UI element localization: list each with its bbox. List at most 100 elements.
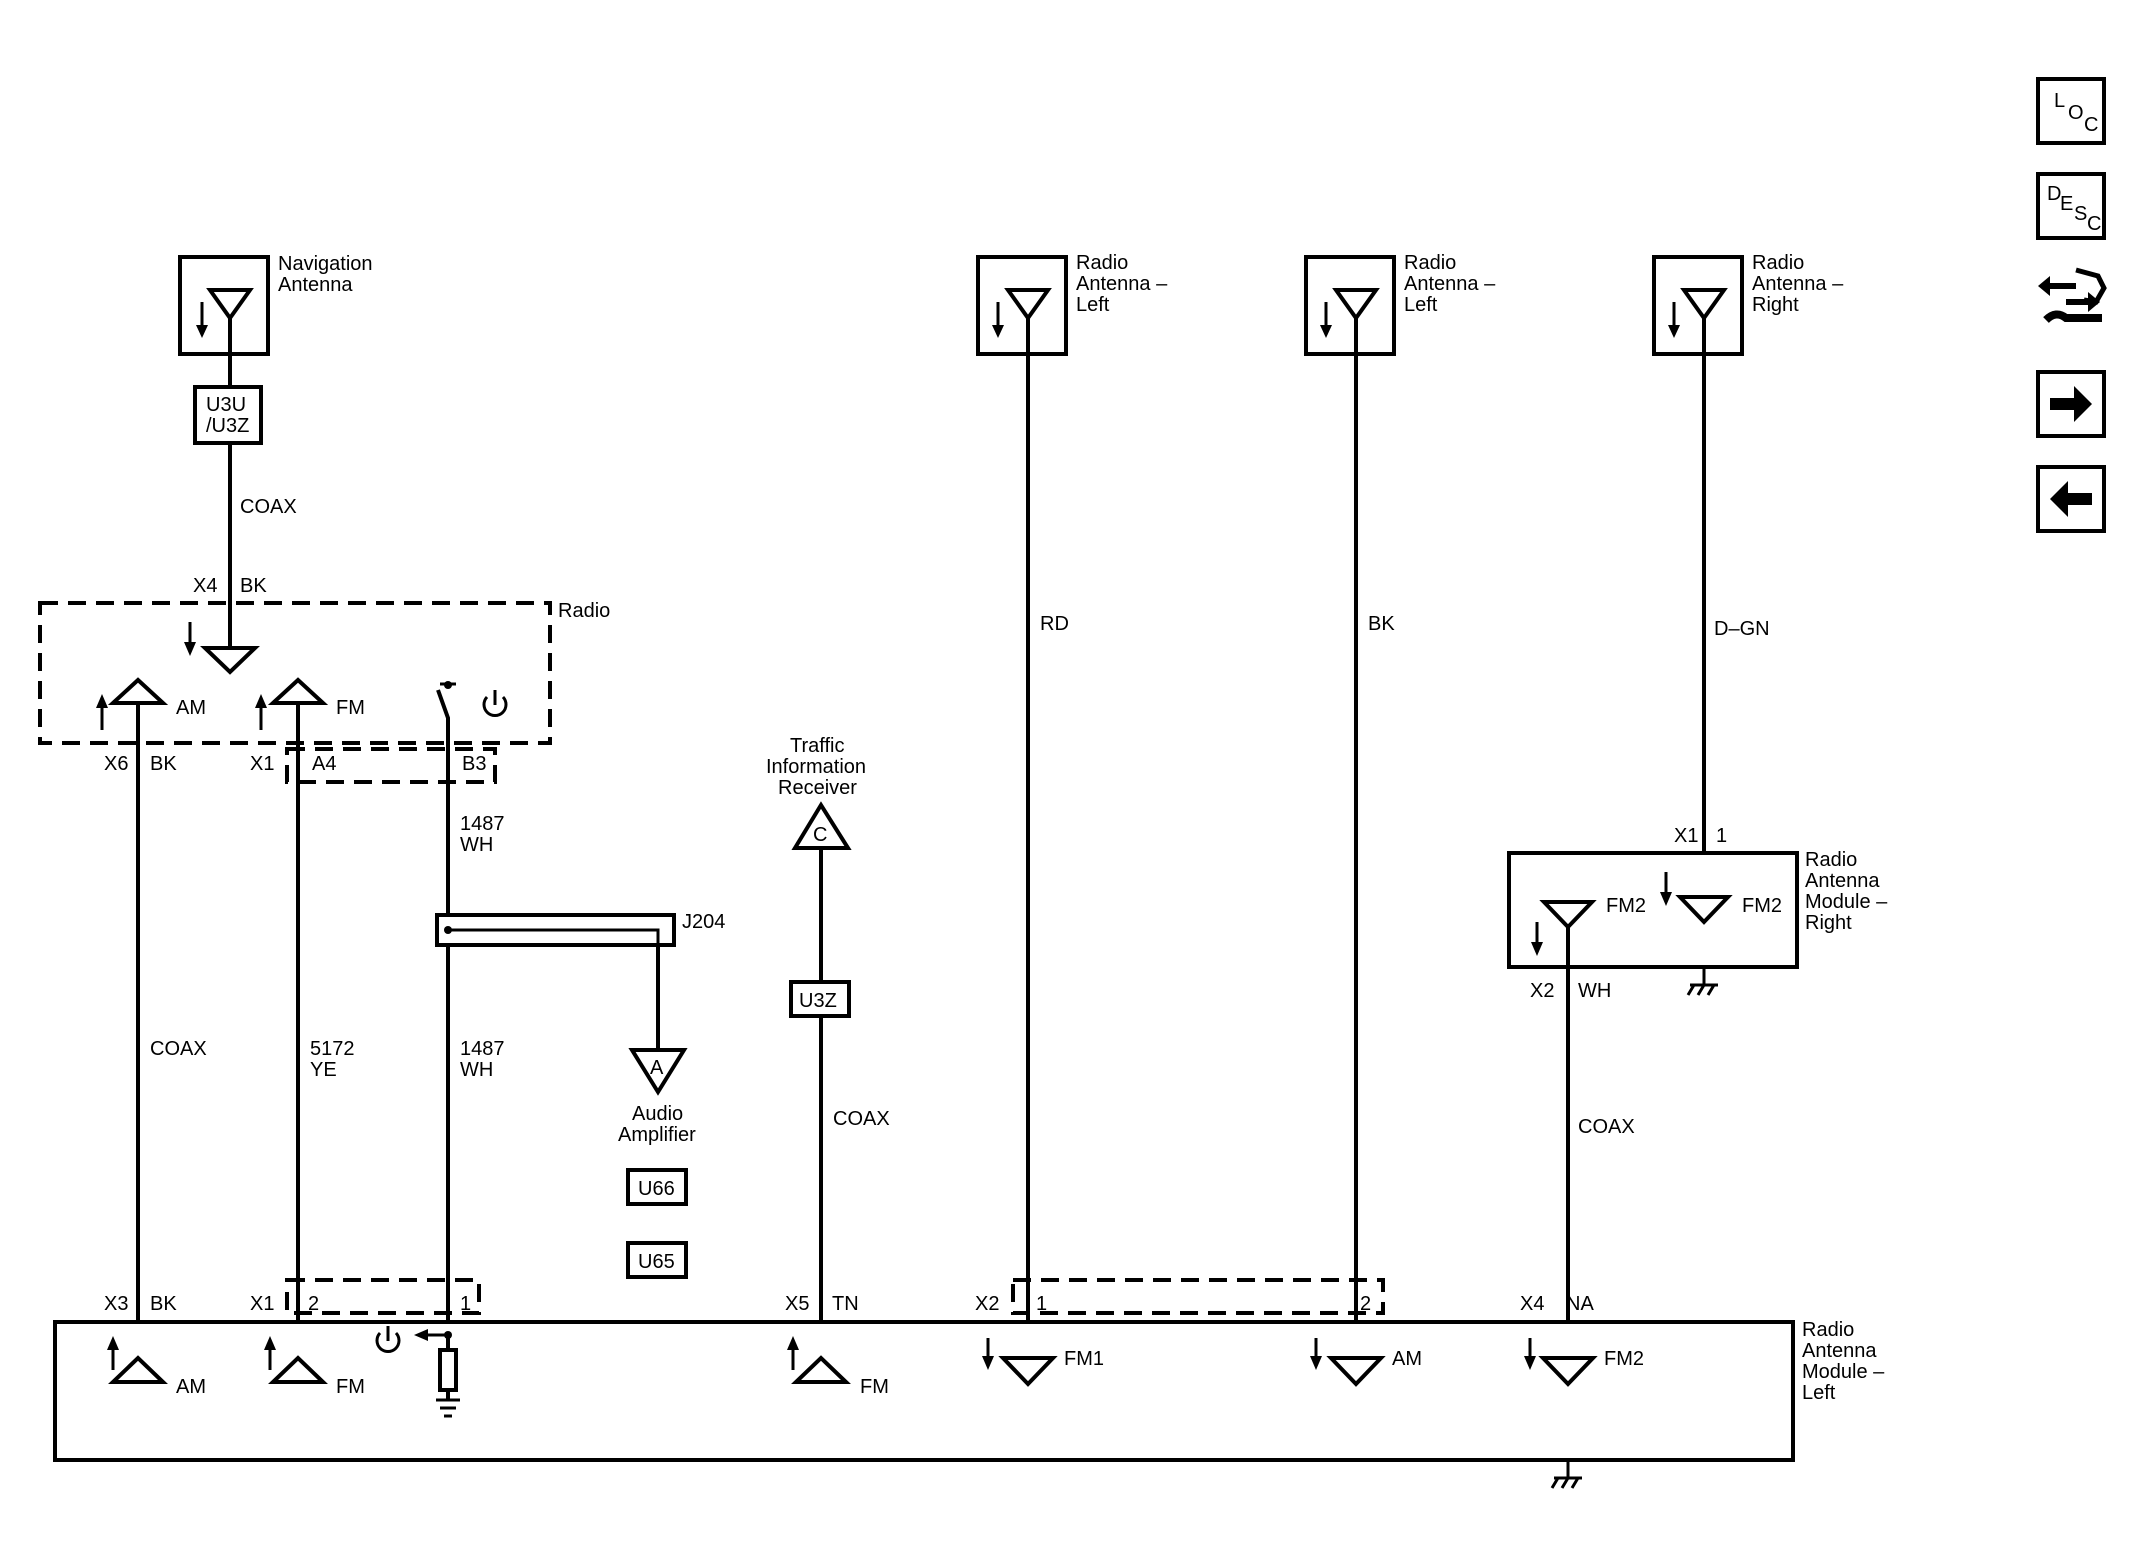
- desc-d: D: [2047, 183, 2062, 205]
- ramr-coax-label: COAX: [1578, 1116, 1635, 1138]
- ant-left-2-label-3: Left: [1404, 294, 1438, 316]
- radio-antenna-module-right: X1 1 Radio Antenna Module – Right FM2 FM…: [1507, 825, 1888, 1002]
- wire-5172-color: YE: [310, 1059, 337, 1081]
- raml-am-out: AM: [1392, 1348, 1422, 1370]
- raml-label-3: Module –: [1802, 1361, 1885, 1383]
- wire-rd: RD: [1040, 613, 1069, 635]
- ramr-label-4: Right: [1805, 912, 1852, 934]
- radio-x6-bk: BK: [150, 753, 177, 775]
- nav-antenna-label-2: Antenna: [278, 274, 353, 296]
- description-button[interactable]: D E S C: [2036, 172, 2106, 240]
- radio-a4: A4: [312, 753, 336, 775]
- nav-antenna-label-1: Navigation: [278, 253, 373, 275]
- loc-o: O: [2068, 102, 2084, 124]
- raml-fm: FM: [336, 1376, 365, 1398]
- tir-label-1: Traffic: [790, 735, 844, 757]
- tir-coax-label: COAX: [833, 1108, 890, 1130]
- radio-x6: X6: [104, 753, 128, 775]
- ramr-x1: X1: [1674, 825, 1698, 847]
- ramr-fm2-in: FM2: [1742, 895, 1782, 917]
- connector-tool-icon[interactable]: [2036, 262, 2108, 334]
- nav-coax-label: COAX: [240, 496, 297, 518]
- ramr-wh: WH: [1578, 980, 1611, 1002]
- raml-x2-pin2: 2: [1360, 1293, 1371, 1315]
- u66-badge: [626, 1168, 688, 1206]
- raml-label-4: Left: [1802, 1382, 1836, 1404]
- ant-right-label-3: Right: [1752, 294, 1799, 316]
- arrow-left-icon: [2050, 481, 2092, 517]
- power-icon: [375, 1326, 401, 1353]
- desc-e: E: [2060, 193, 2074, 215]
- loc-l: L: [2054, 90, 2066, 112]
- ant-right-label-2: Antenna –: [1752, 273, 1844, 295]
- radio-antenna-right: Radio Antenna – Right D–GN: [1652, 252, 1844, 895]
- desc-c: C: [2087, 213, 2102, 235]
- ramr-label-2: Antenna: [1805, 870, 1880, 892]
- ant-left-1-label-2: Antenna –: [1076, 273, 1168, 295]
- raml-am: AM: [176, 1376, 206, 1398]
- ant-left-2-label-1: Radio: [1404, 252, 1456, 274]
- am-coax-label: COAX: [150, 1038, 207, 1060]
- tir-label-3: Receiver: [778, 777, 857, 799]
- location-button[interactable]: L O C: [2036, 77, 2106, 145]
- ant-left-2-label-2: Antenna –: [1404, 273, 1496, 295]
- next-button[interactable]: [2036, 370, 2106, 438]
- audio-amp-label-2: Amplifier: [618, 1124, 696, 1146]
- raml-na: NA: [1566, 1293, 1594, 1315]
- radio-am: AM: [176, 697, 206, 719]
- tir-label-2: Information: [766, 756, 866, 778]
- raml-x2-pin1: 1: [1036, 1293, 1047, 1315]
- radio-antenna-left-1: Radio Antenna – Left RD: [976, 252, 1168, 1322]
- wire-5172: 5172: [310, 1038, 355, 1060]
- wire-1487-top: 1487: [460, 813, 505, 835]
- ramr-pin1: 1: [1716, 825, 1727, 847]
- raml-label-1: Radio: [1802, 1319, 1854, 1341]
- raml-fm-traffic: FM: [860, 1376, 889, 1398]
- wire-bk: BK: [1368, 613, 1395, 635]
- radio-antenna-left-2: Radio Antenna – Left BK: [1304, 252, 1496, 1322]
- tir-letter: C: [813, 824, 827, 846]
- u66-label: U66: [638, 1178, 675, 1200]
- audio-amp-letter: A: [650, 1057, 664, 1079]
- j204-splice: J204 A Audio Amplifier: [435, 911, 725, 1146]
- ant-left-1-label-1: Radio: [1076, 252, 1128, 274]
- wire-1487-top-color: WH: [460, 834, 493, 856]
- navigation-antenna: Navigation Antenna: [178, 253, 373, 356]
- raml-x4: X4: [1520, 1293, 1544, 1315]
- radio-b3: B3: [462, 753, 486, 775]
- raml-x1-pin1: 1: [460, 1293, 471, 1315]
- ramr-fm2-out: FM2: [1606, 895, 1646, 917]
- u3u-label: U3U: [206, 394, 246, 416]
- raml-x5: X5: [785, 1293, 809, 1315]
- wire-d-gn: D–GN: [1714, 618, 1770, 640]
- ramr-label-3: Module –: [1805, 891, 1888, 913]
- loc-c: C: [2084, 114, 2099, 136]
- radio-x4: X4: [193, 575, 217, 597]
- raml-x1: X1: [250, 1293, 274, 1315]
- raml-fm1: FM1: [1064, 1348, 1104, 1370]
- u65-label: U65: [638, 1251, 675, 1273]
- radio-antenna-module-left: Radio Antenna Module – Left X3 BK X1 2 1…: [53, 1278, 1885, 1489]
- raml-x1-pin2: 2: [308, 1293, 319, 1315]
- radio-bk: BK: [240, 575, 267, 597]
- j204-label: J204: [682, 911, 725, 933]
- raml-bk: BK: [150, 1293, 177, 1315]
- wire-1487-bottom: 1487: [460, 1038, 505, 1060]
- u3z-label: /U3Z: [206, 415, 249, 437]
- radio-fm: FM: [336, 697, 365, 719]
- raml-x3: X3: [104, 1293, 128, 1315]
- u3z-label: U3Z: [799, 990, 837, 1012]
- raml-x2: X2: [975, 1293, 999, 1315]
- ramr-label-1: Radio: [1805, 849, 1857, 871]
- ramr-x2: X2: [1530, 980, 1554, 1002]
- u65-badge: [626, 1241, 688, 1279]
- raml-tn: TN: [832, 1293, 859, 1315]
- ant-left-1-label-3: Left: [1076, 294, 1110, 316]
- radio-x1: X1: [250, 753, 274, 775]
- raml-fm2: FM2: [1604, 1348, 1644, 1370]
- arrow-right-icon: [2050, 386, 2092, 422]
- radio-label: Radio: [558, 600, 610, 622]
- power-icon: [482, 690, 508, 717]
- radio-module: Radio X4 BK AM FM X6 BK X1 A4 B3: [38, 575, 610, 784]
- previous-button[interactable]: [2036, 465, 2106, 533]
